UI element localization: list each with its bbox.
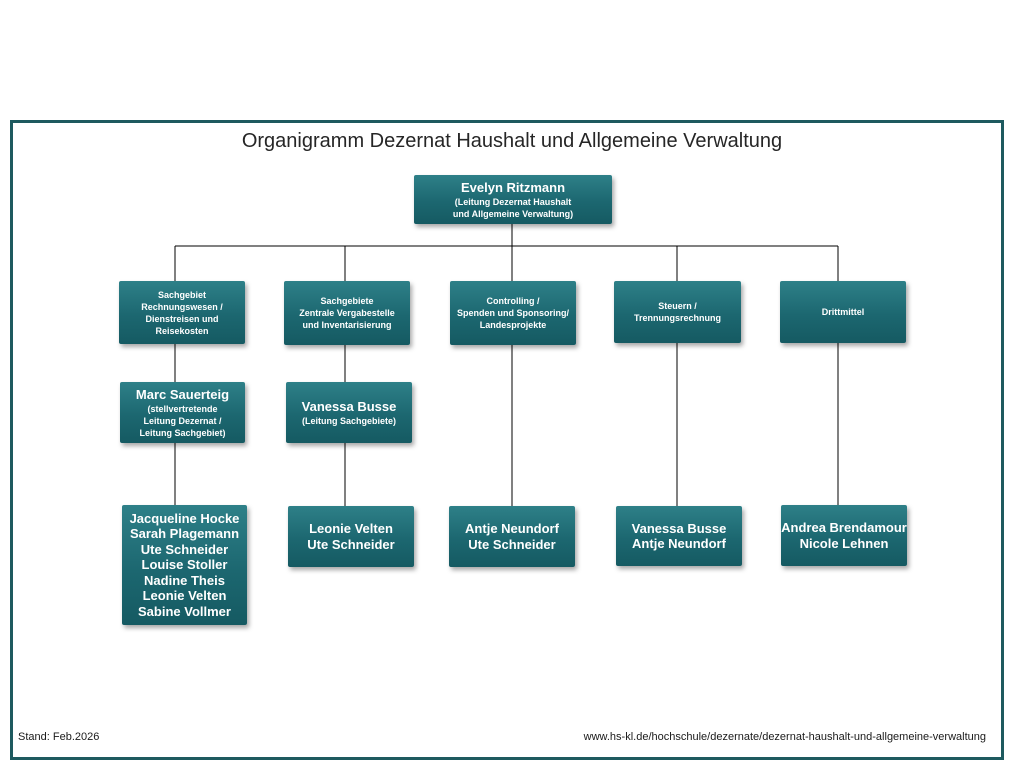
lead-role: (stellvertretende Leitung Dezernat / Lei… bbox=[139, 403, 226, 438]
staff-box-vergabestelle: Leonie Velten Ute Schneider bbox=[288, 506, 414, 567]
staff-box-steuern: Vanessa Busse Antje Neundorf bbox=[616, 506, 742, 566]
diagram-frame bbox=[10, 120, 1004, 760]
dept-box-rechnungswesen: Sachgebiet Rechnungswesen / Dienstreisen… bbox=[119, 281, 245, 344]
lead-name: Marc Sauerteig bbox=[135, 386, 230, 402]
dept-box-steuern: Steuern / Trennungsrechnung bbox=[614, 281, 741, 343]
lead-role: (Leitung Sachgebiete) bbox=[301, 415, 396, 426]
head-box: Evelyn Ritzmann (Leitung Dezernat Hausha… bbox=[414, 175, 612, 224]
footer-stand: Stand: Feb.2026 bbox=[18, 731, 100, 743]
lead-box-busse: Vanessa Busse (Leitung Sachgebiete) bbox=[286, 382, 412, 443]
lead-box-sauerteig: Marc Sauerteig (stellvertretende Leitung… bbox=[120, 382, 245, 443]
staff-box-controlling: Antje Neundorf Ute Schneider bbox=[449, 506, 575, 567]
staff-box-drittmittel: Andrea Brendamour Nicole Lehnen bbox=[781, 505, 907, 566]
page-title: Organigramm Dezernat Haushalt und Allgem… bbox=[241, 130, 783, 152]
dept-box-controlling: Controlling / Spenden und Sponsoring/ La… bbox=[450, 281, 576, 345]
staff-box-rechnungswesen: Jacqueline Hocke Sarah Plagemann Ute Sch… bbox=[122, 505, 247, 625]
head-name: Evelyn Ritzmann bbox=[460, 179, 566, 195]
dept-box-vergabestelle: Sachgebiete Zentrale Vergabestelle und I… bbox=[284, 281, 410, 345]
lead-name: Vanessa Busse bbox=[301, 398, 397, 414]
dept-box-drittmittel: Drittmittel bbox=[780, 281, 906, 343]
footer-url[interactable]: www.hs-kl.de/hochschule/dezernate/dezern… bbox=[583, 731, 986, 743]
head-role: (Leitung Dezernat Haushalt und Allgemein… bbox=[452, 196, 574, 219]
